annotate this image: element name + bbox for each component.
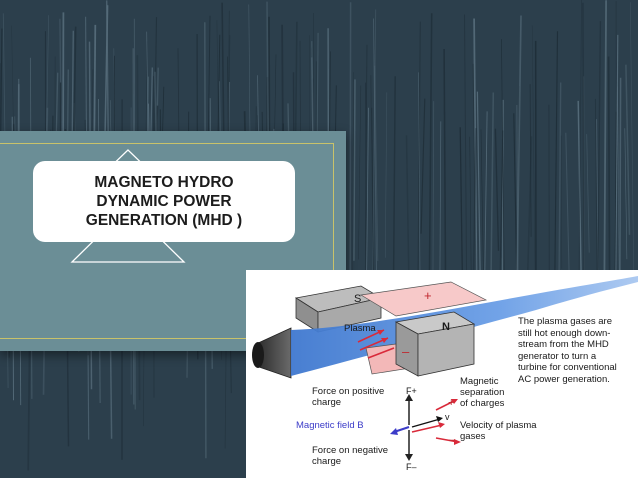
mhd-diagram: S N + – Plasma The plasma gases are stil… [246, 270, 638, 478]
nozzle-mouth [252, 342, 264, 368]
separation-arrowhead [454, 439, 461, 445]
slide-title: MAGNETO HYDRO DYNAMIC POWER GENERATION (… [85, 174, 243, 229]
f-minus-label: F– [406, 462, 417, 472]
background-streak [0, 28, 3, 256]
background-streak [358, 85, 362, 260]
positive-electrode-plate [359, 281, 488, 317]
background-streak [384, 92, 388, 258]
north-magnet-side [417, 323, 475, 377]
velocity-arrowhead [438, 422, 445, 428]
background-streak [374, 65, 379, 262]
mhd-diagram-graphic [252, 276, 638, 461]
velocity-symbol: v [445, 412, 450, 422]
separation-arrowhead [451, 399, 458, 404]
particle-arrowhead [381, 338, 388, 343]
magnetic-field-label: Magnetic field B [296, 420, 364, 431]
background-streak [515, 15, 522, 305]
velocity-label: Velocity of plasma gases [460, 420, 537, 442]
background-streak [494, 128, 500, 251]
background-streak [372, 9, 377, 298]
mhd-note: The plasma gases are still hot enough do… [518, 316, 617, 385]
f-plus-label: F+ [406, 386, 417, 396]
separation-label: Magnetic separation of charges [460, 376, 505, 409]
background-streak [469, 136, 472, 278]
background-streak [582, 2, 585, 307]
north-magnet-label: N [442, 321, 450, 333]
separation-plus-sign: + [448, 397, 455, 409]
velocity-arrowhead [436, 416, 443, 422]
background-streak [624, 128, 628, 260]
background-streak [560, 135, 563, 269]
force-positive-label: Force on positive charge [312, 386, 385, 408]
background-streak [596, 21, 602, 304]
south-magnet-side [317, 297, 382, 333]
background-streak [531, 25, 536, 273]
background-streak [529, 84, 532, 237]
force-axis-up-head [405, 394, 413, 401]
force-negative-label: Force on negative charge [312, 445, 389, 467]
force-axis-down-head [405, 454, 413, 461]
particle-arrow [367, 347, 395, 359]
background-streak [586, 134, 590, 253]
background-streak [418, 72, 421, 277]
particle-arrowhead [377, 330, 384, 335]
panel-border-line [0, 143, 334, 339]
negative-electrode-sign: – [402, 344, 410, 359]
background-streak [603, 0, 607, 309]
south-magnet-label: S [354, 293, 362, 305]
velocity-arrow [411, 418, 441, 428]
background-streak [625, 64, 631, 235]
field-arrowhead [390, 428, 398, 435]
background-streak [420, 98, 426, 234]
plasma-label: Plasma [344, 323, 376, 334]
title-box: MAGNETO HYDRO DYNAMIC POWER GENERATION (… [33, 161, 295, 242]
separation-minus-sign: – [449, 434, 456, 446]
background-streak [553, 31, 559, 317]
background-streak [353, 79, 356, 261]
positive-electrode-sign: + [424, 288, 432, 303]
velocity-arrow [411, 424, 443, 433]
background-streak [473, 18, 478, 298]
